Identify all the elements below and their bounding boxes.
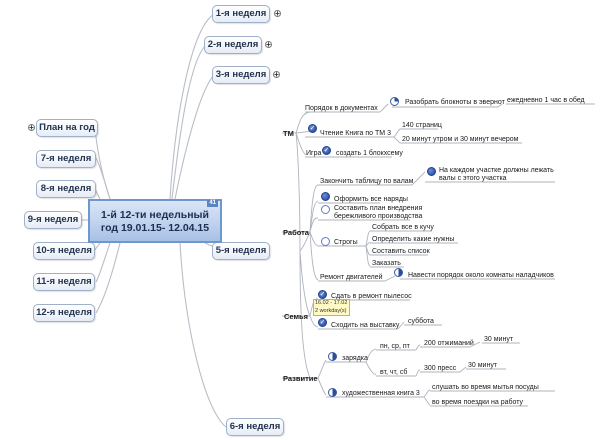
task-date-range: 16.02 - 17.02 [315,300,348,306]
branch-work-label[interactable]: Работа [283,228,309,237]
expand-plus-icon[interactable]: + [273,70,280,79]
work-plan-line2[interactable]: бережливого производства [334,213,423,220]
work-strogi-item-1[interactable]: Собрать все в кучу [372,224,434,231]
week-label: 11-я неделя [36,276,92,287]
progress-half-icon [394,268,403,277]
week-label: 3-я неделя [215,69,267,80]
week-node-10[interactable]: 10-я неделя [33,242,95,260]
task-duration: 2 workday(s) [315,307,347,314]
work-engines-label[interactable]: Ремонт двигателей [320,274,383,281]
week-label: 10-я неделя [36,245,92,256]
dev-days2-label[interactable]: вт, чт, сб [380,369,408,376]
check-icon: ✓ [318,290,327,299]
plan-year-node[interactable]: План на год [36,119,98,137]
work-strogi-item-4[interactable]: Заказать [372,260,401,267]
work-strogi-item-3[interactable]: Составить список [372,248,430,255]
branch-tm-label[interactable]: ТМ [283,129,294,138]
tm-game-child[interactable]: создать 1 блокхсему [336,150,403,157]
week-node-5[interactable]: 5-я неделя [212,242,270,260]
plan-year-label: План на год [39,122,95,133]
dev-artbook-child2[interactable]: во время поездки на работу [432,399,524,406]
check-icon: ✓ [322,146,331,155]
week-label: 6-я неделя [229,421,281,432]
tm-book-c1[interactable]: 140 страниц [402,122,442,129]
dev-artbook-label[interactable]: художественная книга 3 [342,390,420,397]
root-title-line2: год 19.01.15- 12.04.15 [100,222,210,234]
progress-empty-icon [321,205,330,214]
dev-artbook-child1[interactable]: слушать во время мытья посуды [432,384,539,391]
week-label: 5-я неделя [215,245,267,256]
week-label: 12-я неделя [36,307,92,318]
dev-press-label[interactable]: 300 пресс [424,365,457,372]
progress-empty-icon [321,237,330,246]
work-outfits-label[interactable]: Оформить все наряды [334,196,408,203]
dev-min30a-label[interactable]: 30 минут [484,336,514,343]
week-node-1[interactable]: 1-я неделя [212,5,270,23]
work-strogi-item-2[interactable]: Определить какие нужны [372,236,455,243]
progress-half-icon [328,352,337,361]
work-engines-child[interactable]: Навести порядок около комнаты наладчиков [408,272,554,279]
week-label: 1-я неделя [215,8,267,19]
work-table-label[interactable]: Закончить таблицу по валам [320,178,414,185]
root-topic[interactable]: 41 1-й 12-ти недельный год 19.01.15- 12.… [88,199,222,243]
progress-quarter-icon [390,97,399,106]
tm-book-c2[interactable]: 20 минут утром и 30 минут вечером [402,136,519,143]
check-icon: ✓ [318,318,327,327]
week-node-12[interactable]: 12-я неделя [33,304,95,322]
dev-pushups-label[interactable]: 200 отжиманий [424,340,474,347]
week-label: 7-я неделя [40,153,92,164]
branch-dev-label[interactable]: Развитие [283,374,318,383]
week-label: 2-я неделя [207,39,259,50]
week-label: 9-я неделя [27,214,79,225]
tm-docs-child2[interactable]: ежедневно 1 час в обед [507,97,585,104]
progress-full-icon [321,192,330,201]
tm-docs-child[interactable]: Разобрать блокноты в эвернот [405,99,505,106]
family-saturday-label[interactable]: суббота [408,318,434,325]
week-node-9[interactable]: 9-я неделя [24,211,82,229]
expand-plus-icon[interactable]: + [28,123,35,132]
task-date-note: 16.02 - 17.02 2 workday(s) [313,299,350,316]
progress-half-icon [328,388,337,397]
tm-game-label[interactable]: Игра [306,150,322,157]
expand-plus-icon[interactable]: + [265,40,272,49]
work-plan-line1[interactable]: Составить план внедрения [334,205,423,212]
week-node-3[interactable]: 3-я неделя [212,66,270,84]
week-node-8[interactable]: 8-я неделя [36,180,96,198]
work-strogi-label[interactable]: Строгы [334,239,358,246]
progress-full-icon [427,167,436,176]
root-title-line1: 1-й 12-ти недельный [101,209,209,221]
dev-days1-label[interactable]: пн, ср, пт [380,343,410,350]
week-node-6[interactable]: 6-я неделя [226,418,284,436]
check-icon: ✓ [308,124,317,133]
tm-docs-label[interactable]: Порядок в документах [305,105,378,112]
dev-exercise-label[interactable]: зарядка [342,355,368,362]
expand-plus-icon[interactable]: + [274,9,281,18]
dev-min30b-label[interactable]: 30 минут [468,362,498,369]
week-label: 8-я неделя [40,183,92,194]
root-flag-badge: 41 [207,200,218,207]
week-node-2[interactable]: 2-я неделя [204,36,262,54]
family-expo-label[interactable]: Сходить на выставку [331,322,400,329]
week-node-11[interactable]: 11-я неделя [33,273,95,291]
family-vacuum-label[interactable]: Сдать в ремонт пылесос [331,293,412,300]
work-table-child2[interactable]: валы с этого участка [439,175,507,182]
branch-family-label[interactable]: Семья [284,312,309,321]
work-table-child1[interactable]: На каждом участке должны лежать [439,167,554,174]
tm-book-label[interactable]: Чтение Книга по ТМ 3 [320,130,391,137]
week-node-7[interactable]: 7-я неделя [36,150,96,168]
